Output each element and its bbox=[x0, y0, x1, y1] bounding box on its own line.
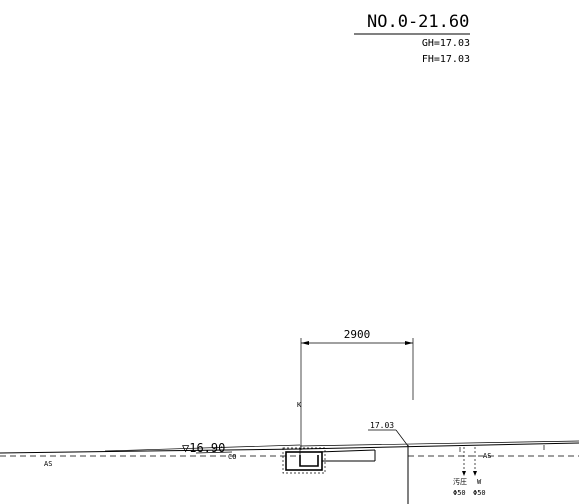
curb-outline bbox=[282, 447, 326, 474]
water-pipe-diameter: Φ50 bbox=[473, 489, 486, 497]
concrete-label: CO bbox=[228, 453, 236, 461]
road-level-leader: 17.03 bbox=[368, 421, 409, 447]
pavement-left-line bbox=[0, 448, 301, 454]
water-pipe-arrow bbox=[473, 471, 477, 476]
leader-diagonal bbox=[395, 429, 409, 447]
sewer-pipe-diameter: Φ50 bbox=[453, 489, 466, 497]
utility-pipes: 汚圧 W Φ50 Φ50 bbox=[453, 447, 486, 497]
level-underline bbox=[195, 451, 233, 454]
slab-top bbox=[317, 449, 376, 453]
formation-height: FH=17.03 bbox=[422, 54, 470, 65]
title-block: NO.0-21.60 GH=17.03 FH=17.03 bbox=[354, 12, 470, 65]
pavement-left-label: AS bbox=[44, 460, 52, 468]
dimension-arrow-left bbox=[301, 341, 309, 345]
gutter-channel bbox=[299, 455, 319, 467]
existing-ground-left bbox=[104, 444, 301, 452]
road-surface-top bbox=[299, 440, 579, 447]
sewer-pressure-label: 汚圧 bbox=[453, 478, 467, 486]
road-level-label: 17.03 bbox=[370, 421, 394, 430]
sewer-pipe-arrow bbox=[462, 471, 466, 476]
k-marker: K bbox=[297, 401, 302, 409]
dimension-arrow-right bbox=[405, 341, 413, 345]
ground-height: GH=17.03 bbox=[422, 38, 470, 49]
station-number: NO.0-21.60 bbox=[367, 12, 469, 32]
dimension-2900: 2900 bbox=[300, 328, 414, 450]
ground-profile bbox=[0, 440, 579, 459]
curb-structure bbox=[282, 447, 376, 474]
water-label: W bbox=[477, 478, 482, 486]
existing-level-label: ▽16.90 bbox=[182, 441, 225, 455]
dimension-value: 2900 bbox=[344, 328, 371, 341]
road-surface-line bbox=[299, 442, 579, 450]
pavement-right-label: AS bbox=[483, 452, 491, 460]
gutter-block bbox=[285, 451, 323, 471]
